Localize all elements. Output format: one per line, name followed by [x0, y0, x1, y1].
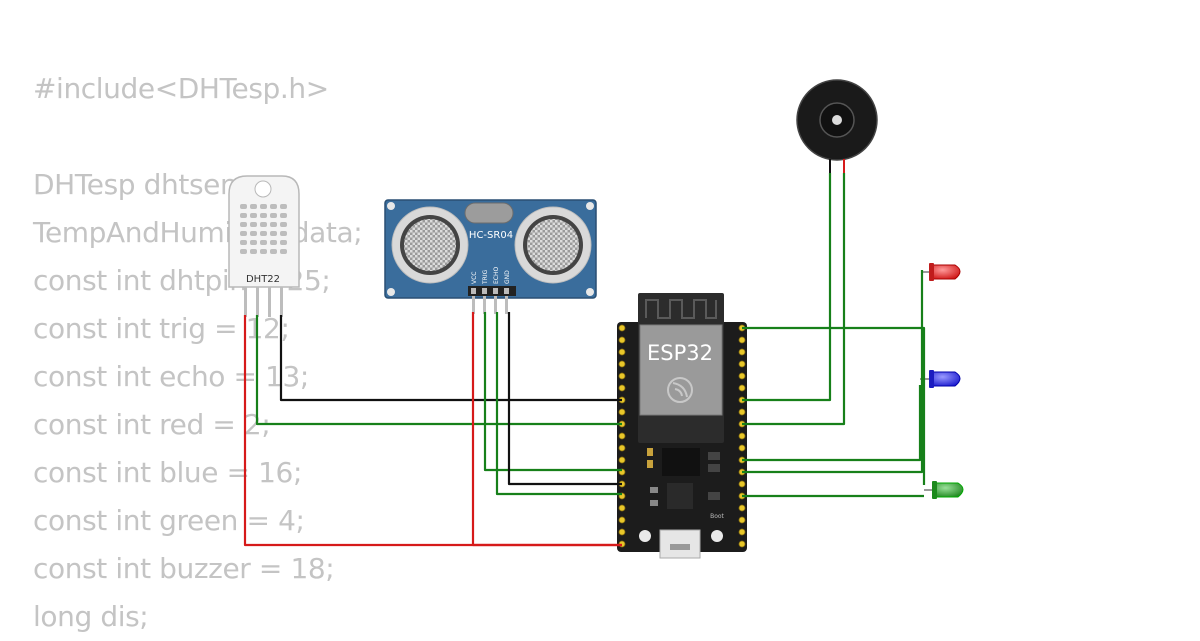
sonar-pin-label: ECHO [493, 267, 500, 284]
sonar-pin-label: VCC [471, 272, 478, 284]
esp32-pin[interactable] [618, 348, 626, 356]
ultrasonic-sensor[interactable]: HC-SR04 VCC TRIG ECHO GND [384, 199, 597, 314]
dht22-sensor[interactable]: DHT22 [228, 175, 300, 317]
esp32-pin[interactable] [618, 504, 626, 512]
esp32-pin[interactable] [738, 516, 746, 524]
esp32-pin[interactable] [618, 336, 626, 344]
usb-port [659, 529, 701, 559]
wire-sonar-vcc[interactable] [471, 312, 622, 547]
green-led[interactable] [924, 481, 964, 499]
esp32-pin[interactable] [738, 504, 746, 512]
transducer-left [391, 206, 469, 284]
wire-sonar-gnd[interactable] [507, 312, 622, 486]
blue-led[interactable] [920, 370, 961, 388]
esp32-pin[interactable] [618, 372, 626, 380]
wire-dht-gnd[interactable] [279, 315, 622, 402]
esp32-pin[interactable] [738, 408, 746, 416]
esp32-pin[interactable] [738, 384, 746, 392]
boot-label: Boot [710, 513, 724, 520]
esp32-label: ESP32 [647, 341, 713, 365]
esp32-pin[interactable] [618, 444, 626, 452]
esp32-pin[interactable] [618, 516, 626, 524]
espressif-logo-icon [667, 377, 693, 403]
esp32-pin[interactable] [738, 360, 746, 368]
wire-buzzer-signal[interactable] [742, 173, 846, 426]
wire-blue-led[interactable] [742, 385, 922, 462]
esp32-board[interactable]: ESP32 Boot [617, 293, 747, 559]
esp32-pin[interactable] [618, 384, 626, 392]
code-line: const int blue = 16; [33, 456, 302, 489]
sonar-pin-label: GND [504, 270, 511, 284]
code-line: const int trig = 12; [33, 312, 290, 345]
en-button[interactable] [639, 530, 651, 542]
code-line: long dis; [33, 600, 149, 633]
buzzer[interactable] [796, 79, 878, 175]
esp32-pin[interactable] [738, 480, 746, 488]
wire-buzzer-gnd[interactable] [742, 173, 832, 402]
dht-label: DHT22 [246, 274, 280, 285]
code-line: #include<DHTesp.h> [33, 72, 329, 105]
esp32-pin[interactable] [618, 360, 626, 368]
esp32-pin[interactable] [738, 432, 746, 440]
esp32-pin[interactable] [618, 432, 626, 440]
wire-sonar-echo[interactable] [495, 312, 622, 496]
wire-sonar-trig[interactable] [483, 312, 622, 472]
sonar-pin-label: TRIG [482, 269, 489, 285]
wire-green-led[interactable] [742, 270, 924, 474]
dht-vent-grid [240, 204, 287, 254]
esp32-pin[interactable] [618, 528, 626, 536]
wire-led-gnd-bus[interactable] [742, 326, 926, 485]
wire-dht-vcc[interactable] [243, 315, 622, 547]
esp32-pin[interactable] [618, 324, 626, 332]
code-line: const int green = 4; [33, 504, 305, 537]
wire-dht-data[interactable] [255, 315, 622, 426]
red-led[interactable] [921, 263, 961, 285]
transducer-right [514, 206, 592, 284]
code-line: const int buzzer = 18; [33, 552, 335, 585]
esp32-pin[interactable] [738, 372, 746, 380]
code-line: const int echo = 13; [33, 360, 309, 393]
esp32-pin[interactable] [618, 408, 626, 416]
esp32-pin[interactable] [618, 456, 626, 464]
sonar-label: HC-SR04 [469, 230, 513, 241]
esp32-pin[interactable] [738, 348, 746, 356]
esp32-pin[interactable] [738, 540, 746, 548]
esp32-pin[interactable] [738, 336, 746, 344]
boot-button[interactable] [711, 530, 723, 542]
esp32-pin[interactable] [738, 528, 746, 536]
esp32-pin[interactable] [738, 444, 746, 452]
